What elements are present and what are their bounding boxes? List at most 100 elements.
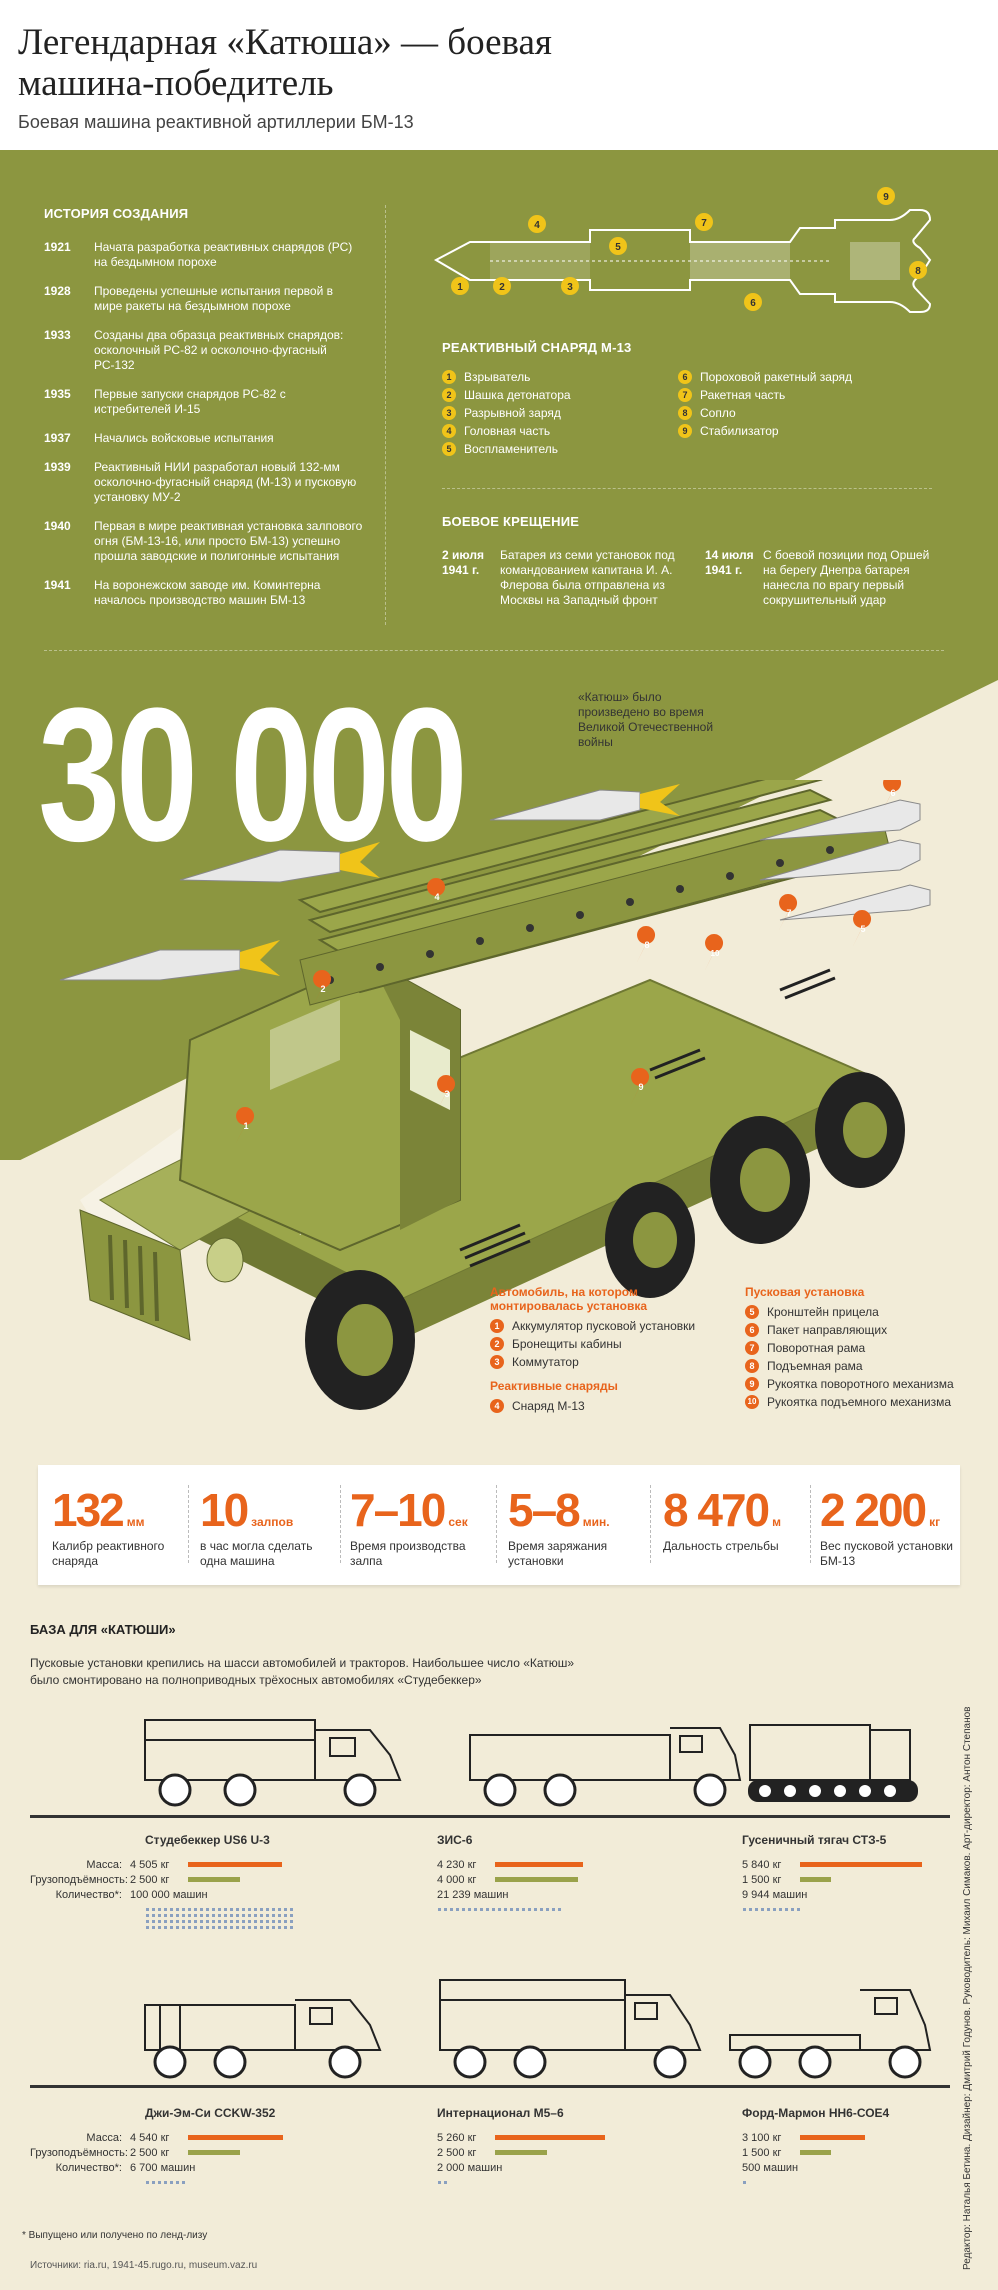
count-dot (182, 1914, 185, 1917)
count-dot (236, 1920, 239, 1923)
base-text: Пусковые установки крепились на шасси ав… (30, 1656, 575, 1687)
count-dot (182, 2181, 185, 2184)
column-divider (385, 205, 386, 625)
number-badge: 7 (678, 388, 692, 402)
header: Легендарная «Катюша» — боевая машина-поб… (0, 0, 998, 150)
count-dot (438, 2181, 441, 2184)
mass-value: 5 260 кг (437, 2131, 477, 2144)
count-dot (170, 1926, 173, 1929)
count-dot (206, 1914, 209, 1917)
number-badge: 2 (442, 388, 456, 402)
count-dot (176, 1908, 179, 1911)
number-badge: 6 (678, 370, 692, 384)
count-dot (272, 1926, 275, 1929)
count-dot (278, 1914, 281, 1917)
count-dot (200, 1926, 203, 1929)
count-dot (194, 1908, 197, 1911)
history-year: 1941 (44, 578, 71, 592)
number-badge: 5 (442, 442, 456, 456)
count-dot (164, 1920, 167, 1923)
number-badge: 8 (678, 406, 692, 420)
count-dot (278, 1908, 281, 1911)
legend-label: Бронещиты кабины (512, 1337, 622, 1351)
count-dot (158, 1926, 161, 1929)
count-dot (164, 1926, 167, 1929)
count-dot (170, 1914, 173, 1917)
cargo-value: 2 500 кг (437, 2146, 477, 2159)
legend-label: Коммутатор (512, 1355, 579, 1369)
cargo-bar (188, 2150, 240, 2155)
cargo-bar (188, 1877, 240, 1882)
footnote: * Выпущено или получено по ленд-лизу (22, 2230, 208, 2241)
legend-item: 2 Шашка детонатора (442, 386, 571, 404)
legend-heading: Автомобиль, на котором монтировалась уст… (490, 1285, 648, 1313)
history-year: 1933 (44, 328, 71, 342)
count-dot (266, 1926, 269, 1929)
count-dot-matrix (146, 1908, 330, 1929)
count-dot (272, 1920, 275, 1923)
count-dot (540, 1908, 543, 1911)
history-text: Начата разработка реактивных снарядов (Р… (94, 240, 353, 269)
count-dot (164, 2181, 167, 2184)
svg-text:4: 4 (534, 220, 540, 231)
number-badge: 9 (745, 1377, 759, 1391)
count-dot-matrix (146, 2181, 330, 2184)
count-dot (164, 1908, 167, 1911)
count-dot (468, 1908, 471, 1911)
cargo-row: 1 500 кг (650, 2145, 950, 2160)
count-dot (248, 1926, 251, 1929)
count-dot (743, 2181, 746, 2184)
count-dot (522, 1908, 525, 1911)
legend-label: Рукоятка подъемного механизма (767, 1395, 952, 1409)
count-dot (182, 1908, 185, 1911)
count-dot (248, 1920, 251, 1923)
count-dot (260, 1920, 263, 1923)
bm13-truck-illustration: ★★★ 1 2 3 4 5 6 7 8 9 10 (59, 780, 931, 1410)
legend-label: Пороховой ракетный заряд (700, 370, 853, 384)
mass-row: Масса:4 540 кг (30, 2130, 330, 2145)
legend-heading: Пусковая установка (745, 1285, 865, 1299)
count-dot (218, 1920, 221, 1923)
count-dot (242, 1926, 245, 1929)
stat-desc: Время заряжания установки (508, 1539, 608, 1568)
count-dot (480, 1908, 483, 1911)
mass-bar (188, 1862, 282, 1867)
legend-label: Головная часть (464, 424, 551, 438)
legend-label: Рукоятка поворотного механизма (767, 1377, 954, 1391)
baptism-item: 14 июля 1941 г. С боевой позиции под Орш… (705, 548, 945, 608)
count-dot (224, 1920, 227, 1923)
count-dot (206, 1920, 209, 1923)
history-year: 1928 (44, 284, 71, 298)
baptism-text: Батарея из семи установок под командован… (500, 548, 675, 607)
count-dot (528, 1908, 531, 1911)
callout-pins: 1 2 3 4 5 6 7 8 9 10 (236, 780, 902, 1143)
history-year: 1935 (44, 387, 71, 401)
count-dot (158, 1908, 161, 1911)
number-badge: 9 (678, 424, 692, 438)
count-dot (755, 1908, 758, 1911)
count-dot (504, 1908, 507, 1911)
legend-label: Кронштейн прицела (767, 1305, 879, 1319)
count-value: 21 239 машин (437, 1888, 509, 1901)
count-dot (152, 2181, 155, 2184)
stat-value: 5–8 (508, 1484, 581, 1536)
legend-label: Шашка детонатора (464, 388, 571, 402)
count-dot (200, 1914, 203, 1917)
history-text: Начались войсковые испытания (94, 431, 274, 445)
number-badge: 2 (490, 1337, 504, 1351)
stat-unit: сек (448, 1515, 468, 1529)
cargo-bar (495, 2150, 547, 2155)
cargo-value: 2 500 кг (130, 1873, 170, 1886)
mass-bar (188, 2135, 283, 2140)
stat-divider (340, 1485, 341, 1563)
count-dot (534, 1908, 537, 1911)
ground-line (30, 2085, 950, 2088)
count-dot (212, 1926, 215, 1929)
